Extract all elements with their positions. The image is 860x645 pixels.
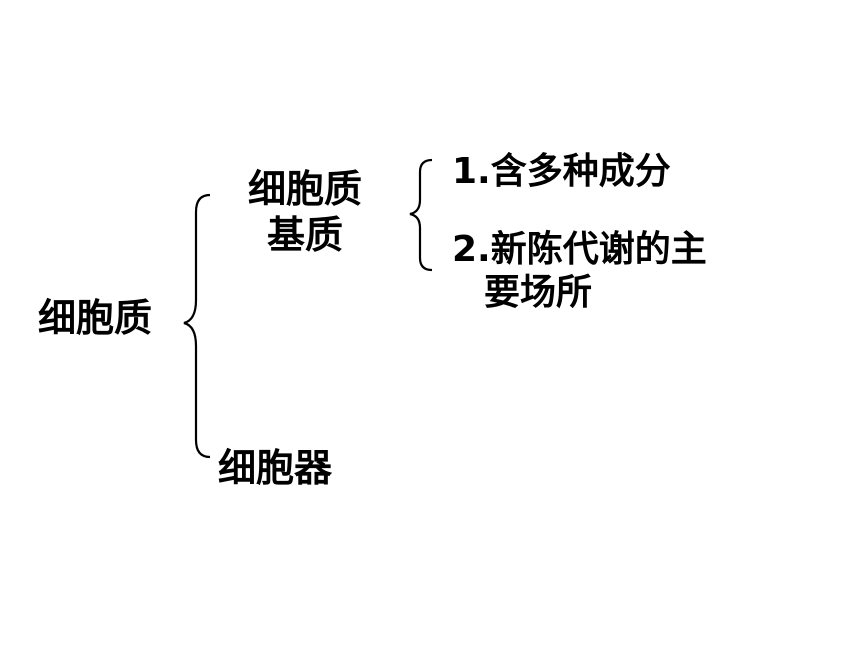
- matrix-property-2-line-1: 2.新陈代谢的主: [452, 229, 707, 270]
- matrix-property-1: 1.含多种成分: [452, 151, 671, 192]
- root-brace: [183, 193, 211, 459]
- matrix-property-2-line-2: 要场所: [484, 272, 593, 314]
- branch-node-cytoplasmic-matrix: 细胞质 基质: [248, 166, 362, 259]
- branch-node-organelle: 细胞器: [218, 446, 333, 490]
- root-node-cytoplasm: 细胞质: [38, 296, 153, 340]
- matrix-brace: [409, 158, 433, 272]
- matrix-property-2: 2.新陈代谢的主 要场所: [452, 228, 707, 314]
- matrix-label-line-2: 基质: [267, 213, 344, 258]
- matrix-label-line-1: 细胞质: [248, 167, 363, 211]
